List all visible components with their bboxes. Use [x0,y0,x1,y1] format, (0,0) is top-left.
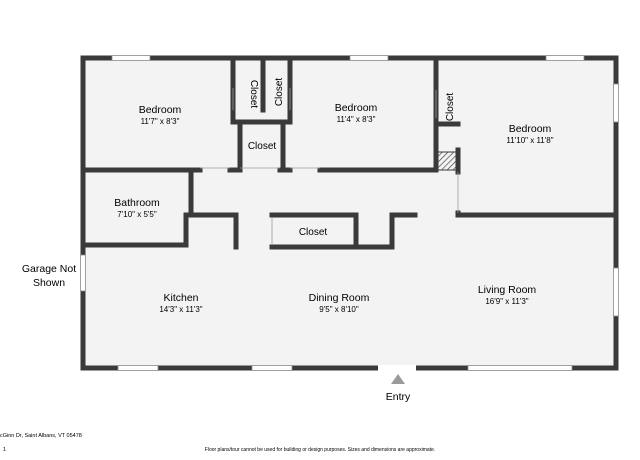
bedroom1-label: Bedroom [139,104,182,116]
entry-label: Entry [386,391,411,403]
kitchen-label: Kitchen [163,292,198,304]
disclaimer-text: Floor plans/tour cannot be used for buil… [205,447,435,453]
closet-small-box-label: Closet [248,141,277,152]
door-openings [200,88,459,244]
closet-right-vertical-label: Closet [274,78,285,107]
bedroom1-dims: 11'7" x 8'3" [141,117,180,126]
bedroom2-dims: 11'4" x 8'3" [337,115,376,124]
closet-hall-label: Closet [299,227,328,238]
entry-arrow-icon [391,374,405,384]
garage-label-line1: Garage Not [22,263,76,275]
dining-label: Dining Room [309,292,370,304]
bathroom-dims: 7'10" x 5'5" [117,210,157,219]
edge-mark: 1 [3,447,6,453]
closet-left-vertical-label: Closet [248,80,259,109]
bedroom3-label: Bedroom [509,123,552,135]
dining-dims: 9'5" x 8'10" [319,305,359,314]
garage-label-line2: Shown [33,277,65,289]
living-dims: 16'9" x 11'3" [485,297,528,306]
closet-bedroom3-label: Closet [445,93,456,122]
bedroom3-dims: 11'10" x 11'8" [506,136,553,145]
bedroom2-label: Bedroom [335,102,378,114]
closet-hatch [437,151,457,171]
kitchen-dims: 14'3" x 11'3" [159,305,202,314]
windows [80,55,619,371]
living-label: Living Room [478,284,537,296]
address-text: cGinn Dr, Saint Albans, VT 05478 [0,433,82,439]
bathroom-label: Bathroom [114,197,160,209]
